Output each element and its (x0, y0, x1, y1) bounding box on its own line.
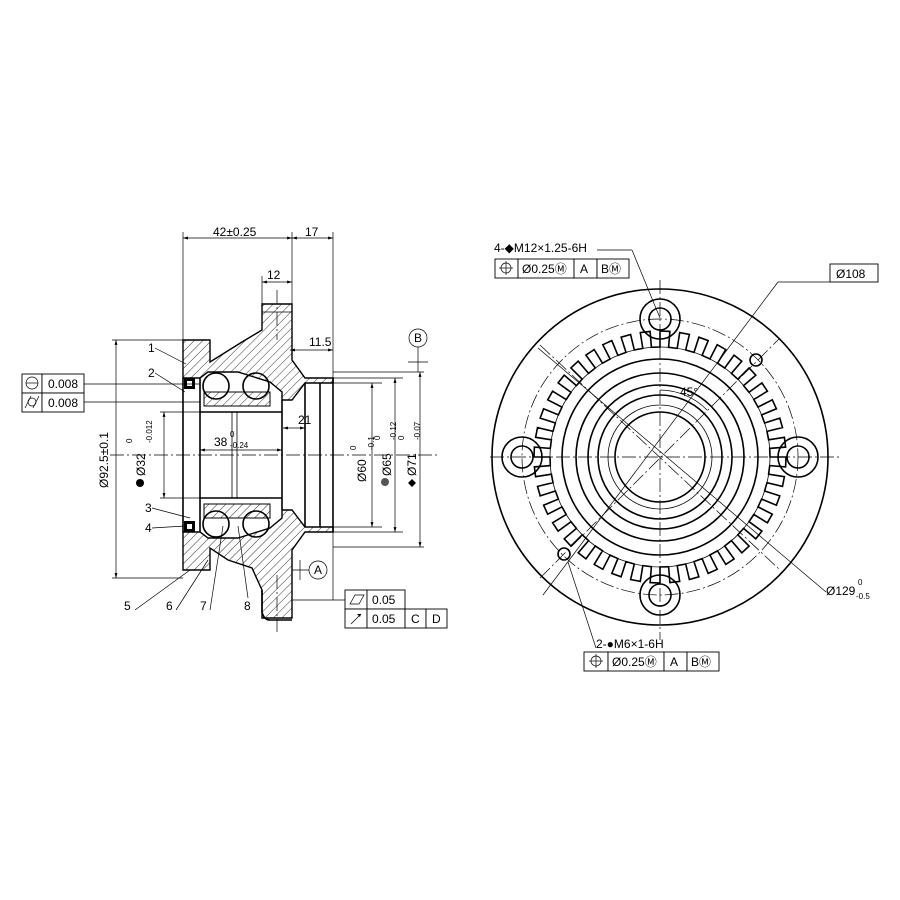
dim-71-label: Ø71 (405, 453, 419, 476)
side-view: 42±0.25 17 12 11.5 21 38 0 -0.24 Ø92.5±0… (21, 225, 448, 632)
front-view: 45° 4-◆M12×1.25-6H Ø0.25Ⓜ A BⓂ Ø108 Ø129… (490, 241, 879, 672)
key-char-diamond-icon (408, 479, 416, 487)
dim-21-label: 21 (298, 413, 312, 427)
callout-2: 2 (148, 366, 155, 380)
callouts: 1 2 3 4 5 6 7 8 (124, 341, 251, 613)
svg-text:0.05: 0.05 (372, 612, 396, 626)
svg-text:-0.012: -0.012 (145, 420, 154, 443)
dim-60-label: Ø60 (355, 459, 369, 482)
callout-6: 6 (166, 599, 173, 613)
bore-chamfer (607, 404, 713, 510)
cage-upper (203, 391, 271, 407)
callout-4: 4 (145, 521, 152, 535)
svg-text:BⓂ: BⓂ (691, 655, 711, 669)
callout-7: 7 (200, 599, 207, 613)
dim-flange-label: 17 (305, 225, 319, 239)
svg-text:0: 0 (397, 435, 406, 440)
dim-32-label: Ø32 (134, 453, 148, 476)
flatness-icon (349, 594, 365, 605)
callout-5: 5 (124, 599, 131, 613)
cage-lower (203, 503, 271, 519)
ring-inner-5 (597, 394, 723, 520)
svg-text:-0.1: -0.1 (367, 436, 376, 450)
datum-a-label: A (314, 563, 322, 577)
datum-b-label: B (414, 331, 422, 345)
small-hole-lower (557, 547, 571, 561)
svg-text:Ø0.25Ⓜ: Ø0.25Ⓜ (522, 262, 567, 276)
dim-11-5-label: 11.5 (309, 335, 332, 349)
dim-12-label: 12 (267, 268, 281, 282)
ring-inner-3 (575, 372, 745, 542)
bolt-hole (639, 574, 681, 616)
flange-outer (491, 288, 829, 626)
abs-tone-ring (533, 330, 787, 584)
dim-65-label: Ø65 (380, 453, 394, 476)
dim-108-label: Ø108 (836, 267, 866, 281)
cylindricity-icon (24, 395, 40, 409)
small-hole-upper (749, 353, 763, 367)
svg-text:0: 0 (349, 445, 358, 450)
dim-92-label: Ø92.5±0.1 (97, 432, 111, 488)
hub-lower-section (182, 509, 334, 619)
svg-text:D: D (432, 612, 441, 626)
svg-text:0.008: 0.008 (48, 396, 78, 410)
svg-text:-0.12: -0.12 (389, 421, 398, 440)
position-icon (499, 261, 513, 275)
svg-text:C: C (411, 612, 420, 626)
ring-inner-2 (561, 358, 759, 556)
bore-circle (614, 411, 706, 503)
bolt-hole (639, 298, 681, 340)
tol-bottom-frame: 0.05 0.05 C D (292, 532, 448, 629)
key-char-dot-icon (136, 479, 144, 487)
tol-left-frame: 0.008 0.008 (21, 373, 200, 413)
svg-text:Ø0.25Ⓜ: Ø0.25Ⓜ (612, 655, 657, 669)
runout-icon (350, 613, 362, 625)
svg-text:A: A (670, 655, 678, 669)
svg-text:-0.5: -0.5 (856, 592, 870, 601)
svg-text:-0.07: -0.07 (413, 421, 422, 440)
thread-label: 4-◆M12×1.25-6H (494, 241, 587, 255)
svg-text:BⓂ: BⓂ (601, 262, 621, 276)
svg-text:0: 0 (373, 435, 382, 440)
bolt-hole (777, 436, 819, 478)
callout-8: 8 (244, 599, 251, 613)
tone-ring-teeth (533, 330, 787, 584)
svg-text:A: A (580, 262, 588, 276)
position-icon-2 (589, 654, 603, 668)
dim-width-label: 42±0.25 (213, 225, 257, 239)
bolt-circle (521, 318, 799, 596)
svg-text:0: 0 (858, 578, 863, 587)
callout-1: 1 (148, 341, 155, 355)
bolt-hole (501, 436, 543, 478)
dim-129-label: Ø129 (826, 584, 856, 598)
key-char-dot-2-icon (381, 478, 389, 486)
svg-text:0: 0 (125, 438, 134, 443)
angle-label: 45° (680, 385, 698, 399)
small-thread-label: 2-●M6×1-6H (596, 637, 664, 651)
hub-upper-section (182, 303, 334, 401)
svg-text:0: 0 (230, 430, 235, 439)
svg-text:0.008: 0.008 (48, 377, 78, 391)
bolt-holes (501, 298, 819, 616)
dim-38-label: 38 (214, 435, 228, 449)
svg-text:-0.24: -0.24 (230, 441, 249, 450)
ring-inner-4 (587, 384, 733, 530)
svg-text:0.05: 0.05 (372, 593, 396, 607)
callout-3: 3 (145, 501, 152, 515)
